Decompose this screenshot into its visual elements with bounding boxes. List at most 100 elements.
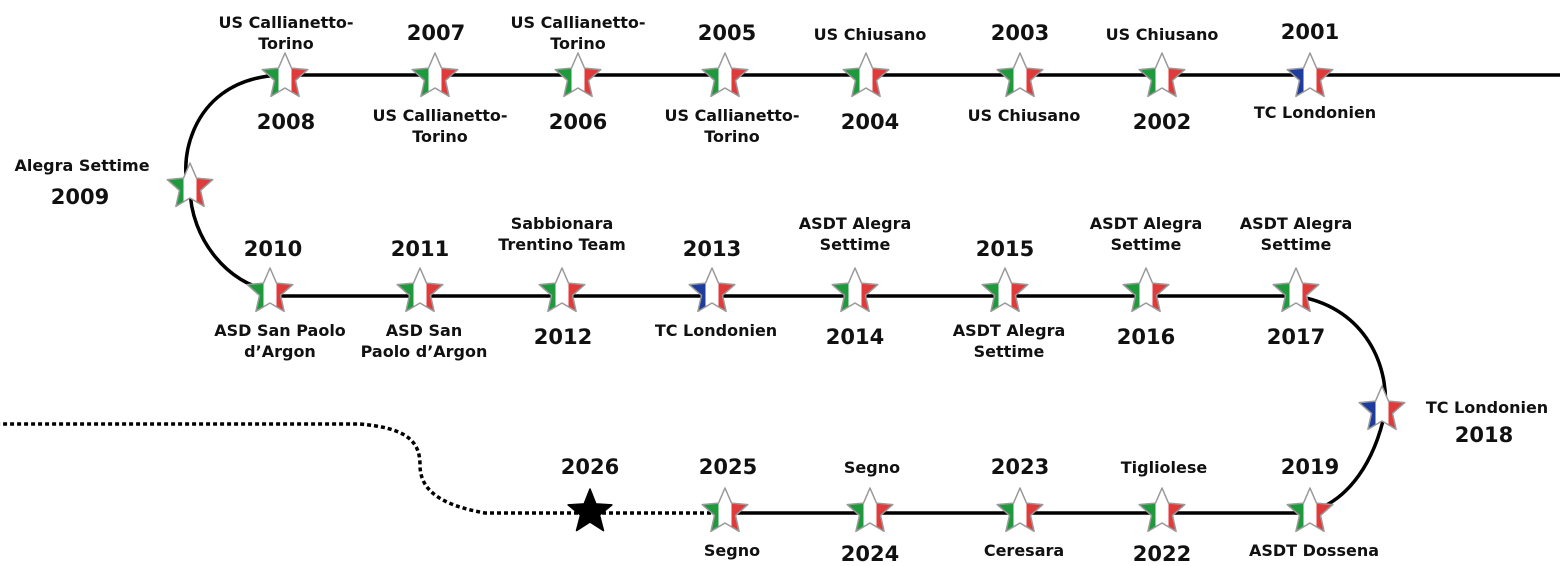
team-label-line: Torino (704, 127, 760, 146)
star-marker-2019 (1286, 487, 1334, 533)
star-marker-2018 (1358, 385, 1406, 431)
team-label-line: US Callianetto- (664, 106, 800, 125)
team-label-line: ASD San Paolo (214, 321, 346, 340)
star-marker-2011 (396, 267, 444, 313)
star-marker-2023 (996, 487, 1044, 533)
star-marker-2006 (554, 52, 602, 98)
star-marker-2025 (701, 487, 749, 533)
year-label: 2016 (1116, 325, 1176, 349)
star-marker-2008 (261, 52, 309, 98)
star-marker-2014 (831, 267, 879, 313)
star-marker-2003 (996, 52, 1044, 98)
star-marker-2012 (538, 267, 586, 313)
team-label-line: ASDT Alegra (1239, 214, 1353, 233)
team-label: US Chiusano (1106, 24, 1219, 45)
star-marker-2010 (246, 267, 294, 313)
team-label-line: TC Londonien (654, 321, 778, 340)
year-label: 2005 (697, 21, 757, 45)
team-label-line: US Callianetto- (510, 13, 646, 32)
star-marker-2005 (701, 52, 749, 98)
year-label: 2012 (533, 325, 593, 349)
year-label: 2009 (50, 185, 110, 209)
team-label-line: US Callianetto- (372, 106, 508, 125)
year-label: 2013 (682, 237, 742, 261)
year-label: 2026 (560, 455, 620, 479)
year-label: 2014 (825, 325, 885, 349)
team-label-line: TC Londonien (1425, 398, 1549, 417)
team-label-line: ASDT Alegra (798, 214, 912, 233)
team-label: TC Londonien (1254, 102, 1376, 123)
team-label-line: US Chiusano (813, 25, 927, 44)
year-label: 2003 (990, 21, 1050, 45)
star-marker-2017 (1272, 267, 1320, 313)
team-label-line: ASD San (385, 321, 463, 340)
team-label-line: ASDT Alegra (1089, 214, 1203, 233)
team-label-line: Segno (703, 541, 761, 560)
team-label: US Callianetto- Torino (510, 12, 645, 54)
team-label-line: Torino (550, 34, 606, 53)
team-label-line: Alegra Settime (14, 156, 150, 175)
year-label: 2008 (256, 110, 316, 134)
team-label: US Callianetto- Torino (372, 105, 507, 147)
team-label-line: Sabbionara (510, 214, 614, 233)
team-label: US Callianetto-Torino (218, 12, 353, 54)
year-label: 2017 (1266, 325, 1326, 349)
team-label: TC Londonien (1426, 397, 1548, 418)
star-marker-2015 (981, 267, 1029, 313)
star-marker-2016 (1122, 267, 1170, 313)
team-label: TC Londonien (655, 320, 777, 341)
year-label: 2018 (1454, 423, 1514, 447)
year-label: 2002 (1132, 110, 1192, 134)
team-label: Tigliolese (1121, 457, 1208, 478)
star-marker-2001 (1286, 52, 1334, 98)
team-label-line: Tigliolese (1120, 458, 1208, 477)
team-label-line: Settime (1110, 235, 1182, 254)
year-label: 2001 (1280, 20, 1340, 44)
team-label-line: Settime (973, 342, 1045, 361)
team-label: Ceresara (984, 540, 1064, 561)
star-marker-2004 (842, 52, 890, 98)
team-label: ASD San Paolo d’Argon (214, 320, 346, 362)
team-label-line: Trentino Team (498, 235, 626, 254)
year-label: 2010 (243, 237, 303, 261)
team-label: Segno (844, 457, 900, 478)
team-label: Segno (704, 540, 760, 561)
year-label: 2006 (548, 110, 608, 134)
year-label: 2011 (390, 237, 450, 261)
team-label: US Chiusano (814, 24, 927, 45)
year-label: 2024 (840, 542, 900, 566)
team-label: ASDT Dossena (1249, 540, 1379, 561)
team-label-line: ASDT Alegra (952, 321, 1066, 340)
team-label-line: Paolo d’Argon (360, 342, 488, 361)
team-label-line: US Chiusano (967, 106, 1081, 125)
year-label: 2015 (975, 237, 1035, 261)
star-marker-2009 (166, 162, 214, 208)
team-label-line: Settime (1260, 235, 1332, 254)
team-label-line: ASDT Dossena (1248, 541, 1380, 560)
team-label: US Callianetto- Torino (664, 105, 799, 147)
team-label-line: Ceresara (983, 541, 1065, 560)
team-label-line: TC Londonien (1253, 103, 1377, 122)
year-label: 2022 (1132, 542, 1192, 566)
team-label-line: US Callianetto- (218, 13, 354, 32)
team-label: US Chiusano (968, 105, 1081, 126)
year-label: 2004 (840, 110, 900, 134)
team-label-line: Settime (819, 235, 891, 254)
star-marker-2013 (688, 267, 736, 313)
star-marker-2002 (1138, 52, 1186, 98)
year-label: 2019 (1280, 455, 1340, 479)
track-future (0, 422, 725, 515)
year-label: 2023 (990, 455, 1050, 479)
star-marker-2022 (1138, 487, 1186, 533)
team-label-line: Torino (412, 127, 468, 146)
star-marker-2007 (411, 52, 459, 98)
team-label-line: d’Argon (244, 342, 316, 361)
team-label-line: Segno (843, 458, 901, 477)
star-marker-2024 (846, 487, 894, 533)
